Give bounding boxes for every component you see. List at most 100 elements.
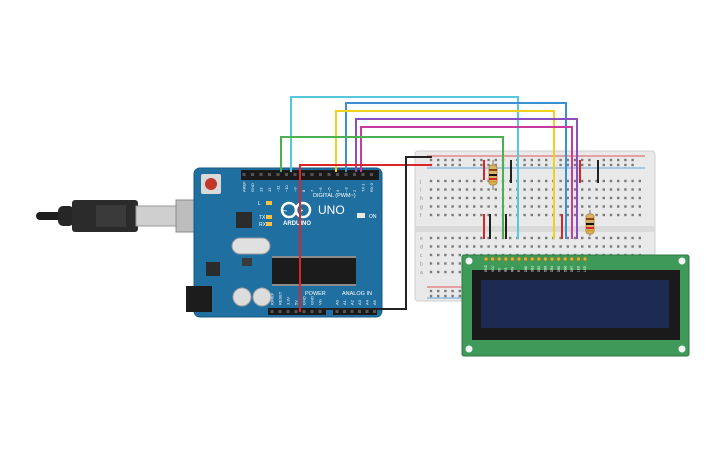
power-pin[interactable] bbox=[278, 310, 282, 313]
digital-pin[interactable] bbox=[259, 173, 263, 176]
rail-hole[interactable] bbox=[437, 289, 440, 293]
breadboard-hole[interactable] bbox=[458, 236, 461, 240]
breadboard-hole[interactable] bbox=[537, 196, 541, 200]
breadboard-hole[interactable] bbox=[602, 245, 605, 248]
wire-black-gnd[interactable] bbox=[315, 156, 432, 312]
breadboard-hole[interactable] bbox=[545, 179, 548, 183]
breadboard-hole[interactable] bbox=[509, 196, 512, 200]
breadboard-hole[interactable] bbox=[494, 188, 497, 191]
breadboard-hole[interactable] bbox=[595, 179, 598, 183]
rail-hole[interactable] bbox=[617, 163, 620, 167]
breadboard-hole[interactable] bbox=[437, 179, 440, 183]
breadboard-hole[interactable] bbox=[624, 236, 627, 240]
breadboard-hole[interactable] bbox=[624, 205, 627, 208]
breadboard-hole[interactable] bbox=[588, 196, 591, 200]
breadboard-hole[interactable] bbox=[631, 205, 634, 208]
rail-hole[interactable] bbox=[487, 158, 490, 162]
breadboard-hole[interactable] bbox=[638, 236, 641, 240]
breadboard-hole[interactable] bbox=[473, 196, 476, 200]
breadboard-hole[interactable] bbox=[537, 188, 541, 191]
rail-hole[interactable] bbox=[566, 163, 569, 167]
rail-hole[interactable] bbox=[494, 158, 497, 162]
breadboard-hole[interactable] bbox=[444, 270, 447, 274]
rail-hole[interactable] bbox=[429, 158, 433, 162]
power-pin[interactable] bbox=[302, 310, 306, 313]
breadboard-hole[interactable] bbox=[473, 179, 476, 183]
breadboard-hole[interactable] bbox=[602, 205, 605, 208]
breadboard-hole[interactable] bbox=[631, 236, 634, 240]
breadboard-hole[interactable] bbox=[437, 245, 440, 248]
power-pin[interactable] bbox=[310, 310, 314, 313]
breadboard-hole[interactable] bbox=[617, 179, 620, 183]
breadboard-hole[interactable] bbox=[444, 262, 447, 265]
breadboard-hole[interactable] bbox=[559, 213, 562, 217]
breadboard-hole[interactable] bbox=[458, 245, 461, 248]
rail-hole[interactable] bbox=[559, 163, 562, 167]
breadboard-hole[interactable] bbox=[559, 196, 562, 200]
rail-hole[interactable] bbox=[631, 163, 634, 167]
breadboard-hole[interactable] bbox=[624, 196, 627, 200]
rail-hole[interactable] bbox=[523, 158, 526, 162]
breadboard-hole[interactable] bbox=[609, 236, 613, 240]
breadboard-hole[interactable] bbox=[609, 179, 613, 183]
breadboard-hole[interactable] bbox=[429, 179, 433, 183]
analog-pin[interactable] bbox=[373, 310, 376, 313]
breadboard-hole[interactable] bbox=[545, 245, 548, 248]
breadboard-hole[interactable] bbox=[465, 245, 469, 248]
breadboard-hole[interactable] bbox=[437, 262, 440, 265]
breadboard-hole[interactable] bbox=[581, 205, 584, 208]
breadboard-hole[interactable] bbox=[437, 196, 440, 200]
breadboard-hole[interactable] bbox=[480, 205, 483, 208]
breadboard-hole[interactable] bbox=[451, 179, 454, 183]
rail-hole[interactable] bbox=[617, 158, 620, 162]
breadboard-hole[interactable] bbox=[487, 205, 490, 208]
lcd-pin[interactable] bbox=[543, 256, 548, 262]
rail-hole[interactable] bbox=[451, 163, 454, 167]
rail-hole[interactable] bbox=[530, 158, 533, 162]
rail-hole[interactable] bbox=[429, 289, 433, 293]
breadboard-hole[interactable] bbox=[480, 179, 483, 183]
breadboard-hole[interactable] bbox=[437, 213, 440, 217]
breadboard-hole[interactable] bbox=[487, 188, 490, 191]
rail-hole[interactable] bbox=[559, 158, 562, 162]
breadboard-hole[interactable] bbox=[444, 188, 447, 191]
breadboard-hole[interactable] bbox=[573, 196, 577, 200]
breadboard-hole[interactable] bbox=[530, 188, 533, 191]
breadboard-hole[interactable] bbox=[487, 236, 490, 240]
digital-pin[interactable] bbox=[242, 173, 246, 176]
breadboard-hole[interactable] bbox=[487, 196, 490, 200]
breadboard-hole[interactable] bbox=[530, 236, 533, 240]
breadboard-hole[interactable] bbox=[437, 205, 440, 208]
breadboard-hole[interactable] bbox=[617, 196, 620, 200]
breadboard-hole[interactable] bbox=[581, 236, 584, 240]
breadboard-hole[interactable] bbox=[444, 205, 447, 208]
rail-hole[interactable] bbox=[537, 158, 541, 162]
breadboard-hole[interactable] bbox=[609, 205, 613, 208]
digital-pin[interactable] bbox=[293, 173, 297, 176]
breadboard-hole[interactable] bbox=[487, 245, 490, 248]
digital-pin[interactable] bbox=[268, 173, 271, 176]
breadboard-hole[interactable] bbox=[624, 179, 627, 183]
breadboard-hole[interactable] bbox=[588, 236, 591, 240]
lcd-pin[interactable] bbox=[536, 256, 542, 262]
breadboard-hole[interactable] bbox=[501, 245, 505, 248]
breadboard-hole[interactable] bbox=[566, 205, 569, 208]
breadboard-hole[interactable] bbox=[638, 213, 641, 217]
breadboard-hole[interactable] bbox=[437, 188, 440, 191]
breadboard-hole[interactable] bbox=[487, 213, 490, 217]
breadboard-hole[interactable] bbox=[566, 196, 569, 200]
wire-red-5v[interactable] bbox=[299, 164, 432, 312]
digital-pin[interactable] bbox=[276, 173, 280, 176]
rail-hole[interactable] bbox=[609, 163, 613, 167]
digital-pin[interactable] bbox=[327, 173, 331, 176]
breadboard-hole[interactable] bbox=[480, 245, 483, 248]
breadboard-hole[interactable] bbox=[638, 188, 641, 191]
breadboard-hole[interactable] bbox=[638, 245, 641, 248]
rail-hole[interactable] bbox=[473, 158, 476, 162]
breadboard-hole[interactable] bbox=[530, 196, 533, 200]
breadboard-hole[interactable] bbox=[595, 196, 598, 200]
power-pin[interactable] bbox=[318, 310, 322, 313]
wire-yellow[interactable] bbox=[335, 110, 555, 239]
